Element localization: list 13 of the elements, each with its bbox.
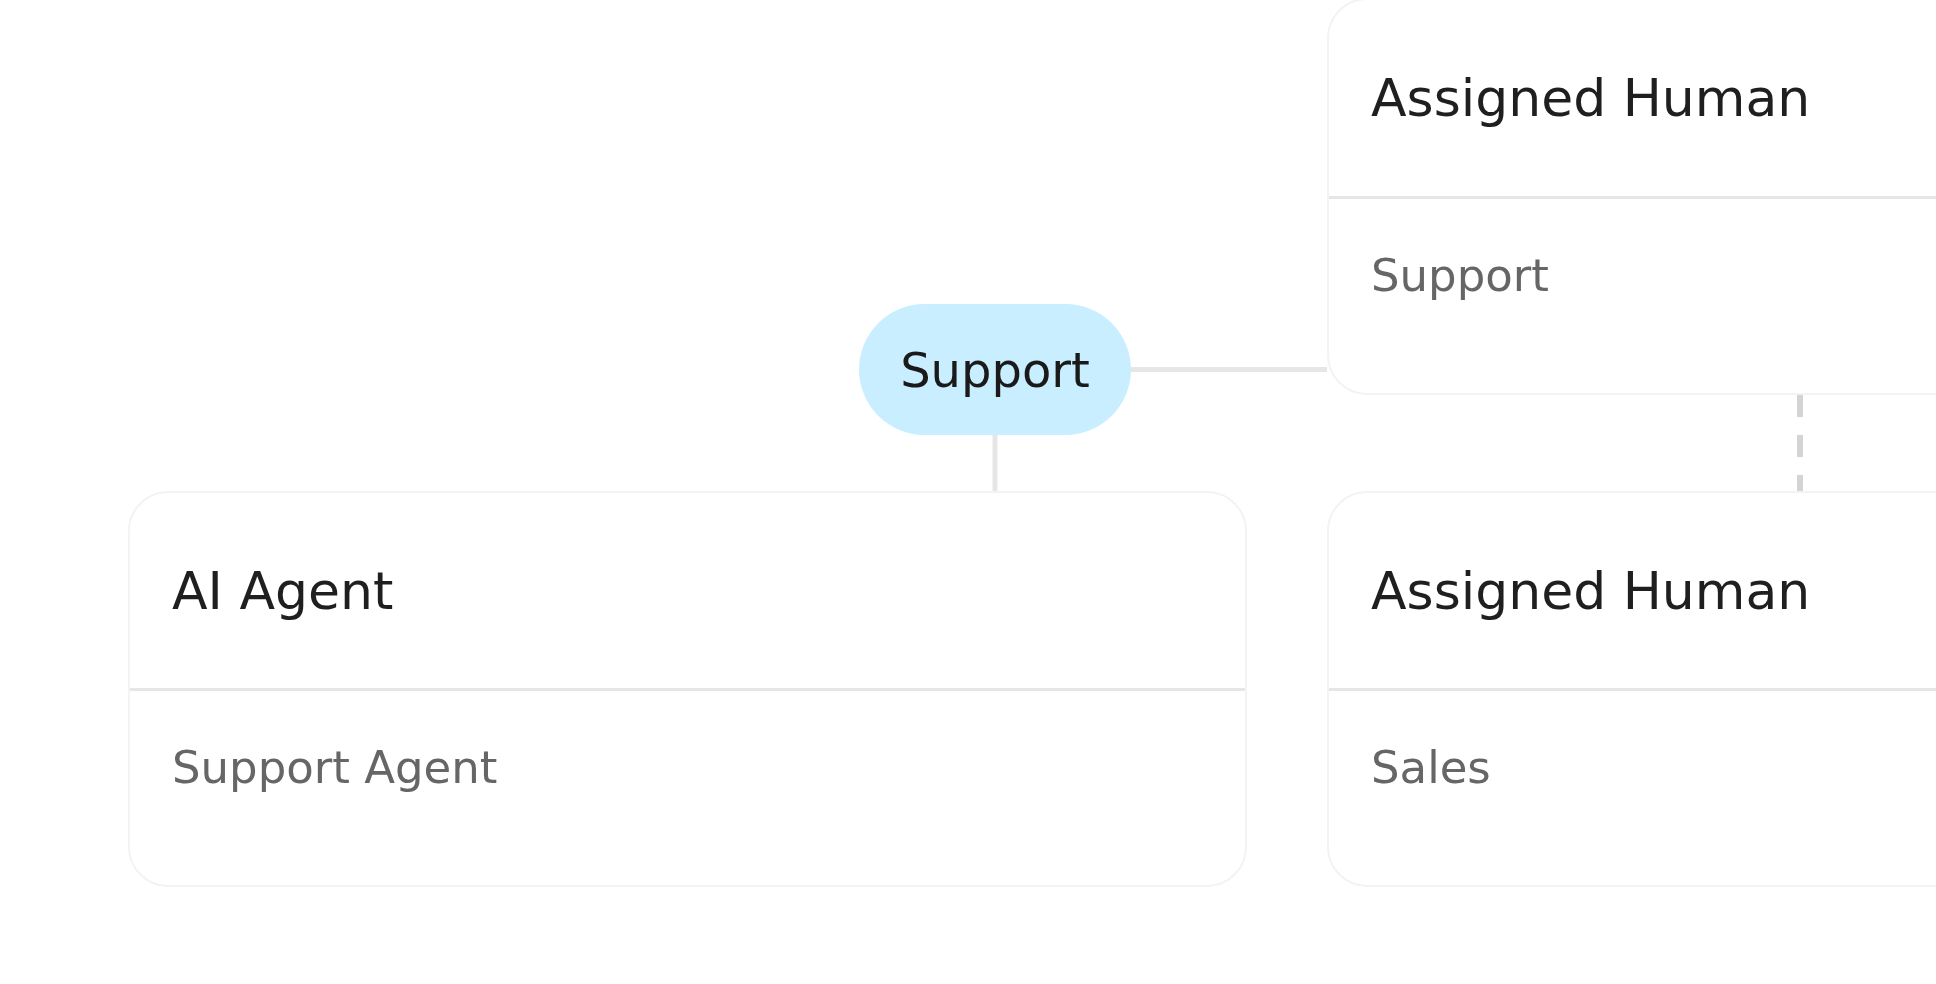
dashed-connector xyxy=(1797,395,1803,491)
card xyxy=(1327,0,1936,395)
card-subtitle: Support Agent xyxy=(172,741,498,794)
connector-line xyxy=(1131,367,1327,372)
card xyxy=(128,491,1247,887)
card-title: AI Agent xyxy=(172,560,394,621)
card-subtitle: Support xyxy=(1371,249,1549,302)
card-title: Assigned Human xyxy=(1371,560,1811,621)
connector-line xyxy=(992,435,998,491)
card-title: Assigned Human xyxy=(1371,68,1811,128)
card-subtitle: Sales xyxy=(1371,741,1491,794)
card xyxy=(1327,491,1936,887)
pill-label: Support xyxy=(859,304,1131,435)
